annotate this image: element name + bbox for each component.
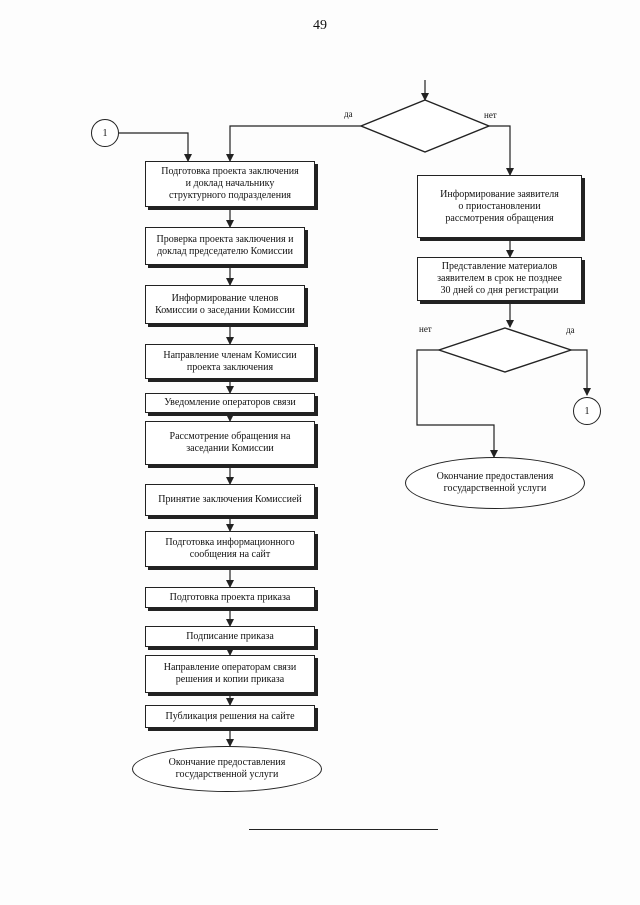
step-send-decision: Направление операторам связи решения и к…	[145, 655, 315, 693]
step-send-draft: Направление членам Комиссии проекта закл…	[145, 344, 315, 379]
connector-1-left: 1	[91, 119, 119, 147]
page-number: 49	[313, 18, 327, 33]
decision-top-no-label: нет	[484, 110, 497, 120]
decision-diamond-right	[436, 327, 574, 373]
step-inform-suspension: Информирование заявителя о приостановлен…	[417, 175, 582, 238]
connector-1-right: 1	[573, 397, 601, 425]
step-prepare-site-message: Подготовка информационного сообщения на …	[145, 531, 315, 567]
step-inform-members: Информирование членов Комиссии о заседан…	[145, 285, 305, 324]
step-publish-decision: Публикация решения на сайте	[145, 705, 315, 728]
step-prepare-order: Подготовка проекта приказа	[145, 587, 315, 608]
step-review-draft: Проверка проекта заключения и доклад пре…	[145, 227, 305, 265]
step-sign-order: Подписание приказа	[145, 626, 315, 647]
step-consider-appeal: Рассмотрение обращения на заседании Коми…	[145, 421, 315, 465]
decision-top-yes-label: да	[344, 109, 353, 119]
decision-right-yes-label: да	[566, 325, 575, 335]
step-submit-materials: Представление материалов заявителем в ср…	[417, 257, 582, 301]
decision-right-no-label: нет	[419, 324, 432, 334]
step-adopt-conclusion: Принятие заключения Комиссией	[145, 484, 315, 516]
footer-rule	[249, 829, 438, 830]
end-left: Окончание предоставления государственной…	[132, 746, 322, 792]
step-notify-operators: Уведомление операторов связи	[145, 393, 315, 413]
decision-diamond-top	[359, 99, 491, 153]
end-right: Окончание предоставления государственной…	[405, 457, 585, 509]
step-prepare-draft: Подготовка проекта заключения и доклад н…	[145, 161, 315, 207]
